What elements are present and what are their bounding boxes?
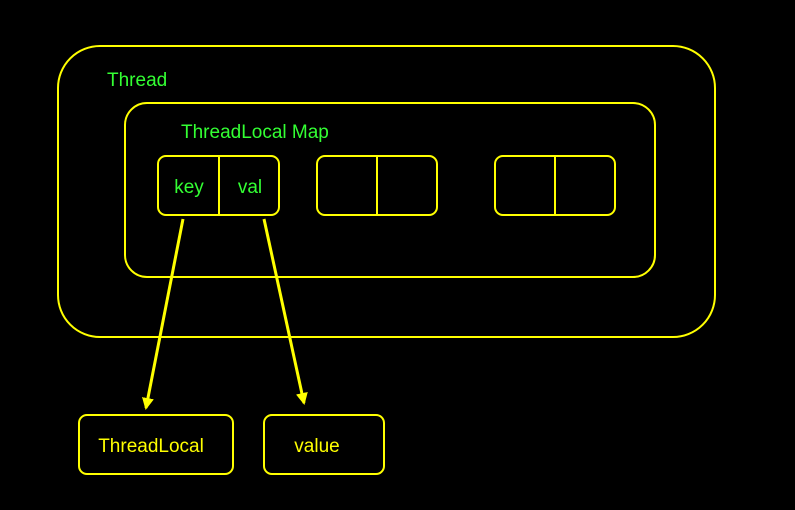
- threadlocal-box: [78, 414, 234, 475]
- value-box: [263, 414, 385, 475]
- val-to-value-arrow: [262, 218, 308, 405]
- key-to-threadlocal-arrow: [142, 218, 185, 410]
- entry-key-label: key: [174, 177, 204, 198]
- value-label: value: [294, 436, 339, 457]
- thread-box: [57, 45, 716, 338]
- map-entry: key val: [157, 155, 280, 216]
- map-entry: [316, 155, 438, 216]
- threadlocal-map-box: [124, 102, 656, 278]
- entry-val-label: val: [238, 177, 262, 198]
- threadlocal-label: ThreadLocal: [98, 436, 204, 457]
- threadlocal-map-label: ThreadLocal Map: [181, 122, 329, 143]
- map-entry: [494, 155, 616, 216]
- thread-label: Thread: [107, 70, 167, 91]
